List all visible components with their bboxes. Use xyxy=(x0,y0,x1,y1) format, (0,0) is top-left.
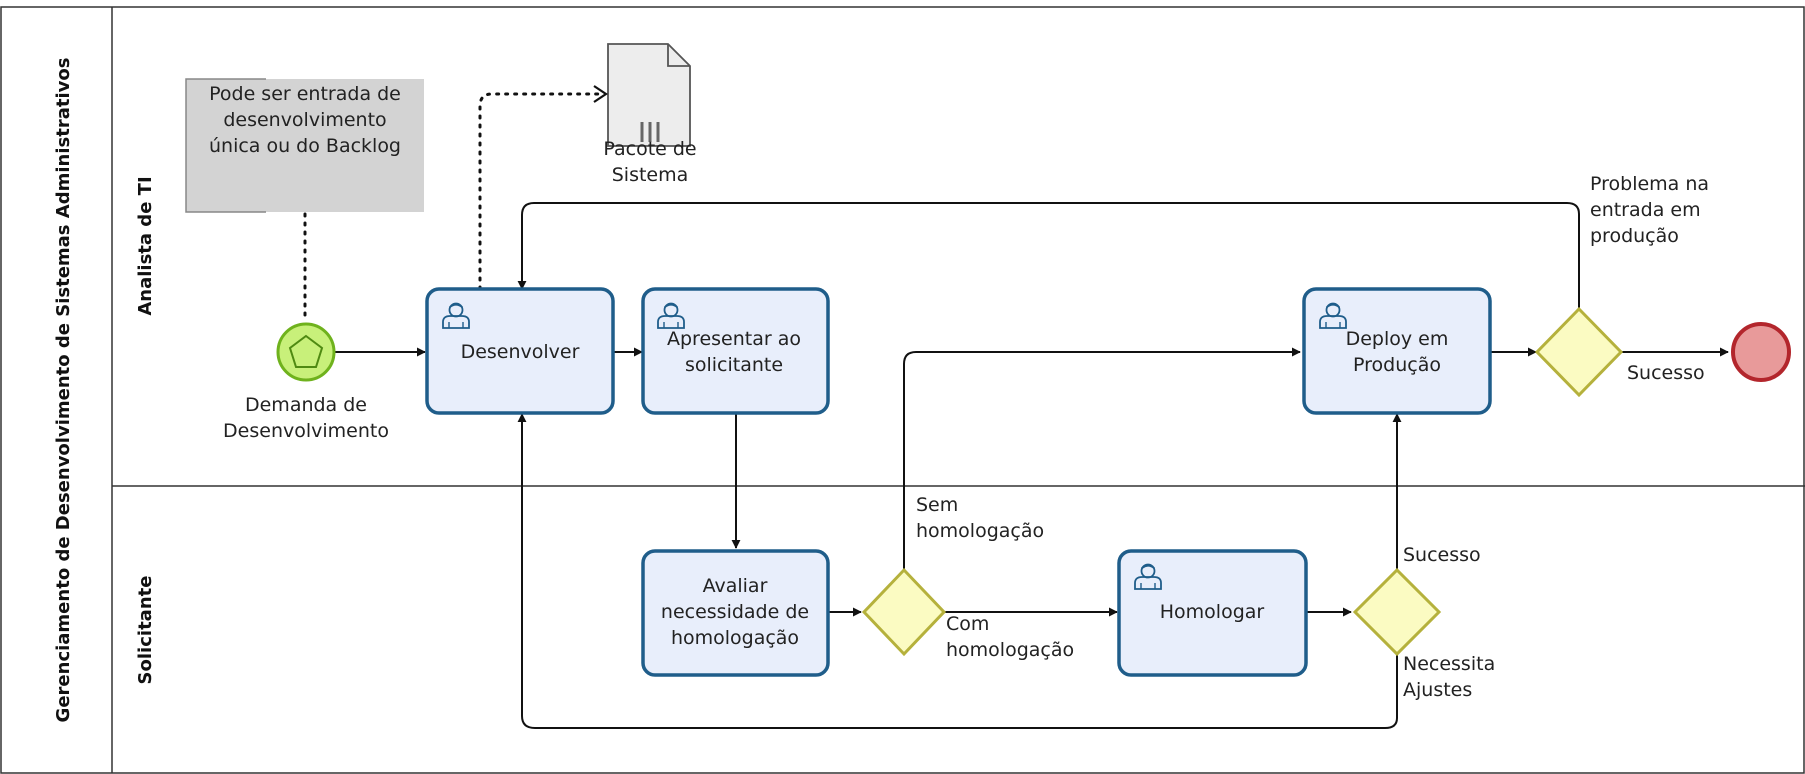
task-deploy-label: Deploy em Produção xyxy=(1346,328,1449,376)
collection-marker-icon xyxy=(640,122,660,142)
task-deploy-box xyxy=(1302,287,1492,415)
label-line: Sucesso xyxy=(1627,362,1705,384)
flow-necessita-ajustes xyxy=(517,413,1398,729)
data-output-association xyxy=(478,92,602,291)
task-homologar-label: Homologar xyxy=(1160,601,1265,623)
data-object-label: Pacote de Sistema xyxy=(603,138,696,186)
label-line: Pacote de xyxy=(603,138,696,160)
label-line: Sistema xyxy=(612,164,689,186)
lane-solicitante: Solicitante xyxy=(135,576,156,685)
task-desenvolver-box xyxy=(425,287,615,415)
label-line: produção xyxy=(1590,225,1679,247)
start-event-circle xyxy=(276,322,336,382)
label-line: necessidade de xyxy=(661,601,809,623)
label-com-homologacao: Com homologação xyxy=(946,613,1074,661)
label-line: Pode ser entrada de xyxy=(209,83,401,105)
data-output-arrowhead xyxy=(593,85,608,103)
label-line: Deploy em xyxy=(1346,328,1449,350)
label-line: Apresentar ao xyxy=(667,328,801,350)
label-line: homologação xyxy=(916,520,1044,542)
label-line: Homologar xyxy=(1160,601,1265,623)
pool-border xyxy=(0,6,1805,774)
label-line: Ajustes xyxy=(1403,679,1472,701)
label-line: entrada em xyxy=(1590,199,1701,221)
task-apresentar-ao-solicitante[interactable]: Apresentar ao solicitante xyxy=(641,287,830,415)
annotation-text: Pode ser entrada de desenvolvimento única … xyxy=(209,83,401,157)
label-line: Demanda de xyxy=(245,394,367,416)
label-line: Avaliar xyxy=(703,575,768,597)
label-line: Desenvolver xyxy=(461,341,580,363)
end-event xyxy=(1731,322,1791,382)
label-line: Produção xyxy=(1353,354,1441,376)
gateway-deploy-result[interactable] xyxy=(1534,306,1624,398)
task-avaliar-box xyxy=(641,549,830,677)
pentagon-icon xyxy=(288,334,324,368)
gateway-homologacao-result[interactable] xyxy=(1352,567,1442,657)
flow-sem-homologacao xyxy=(903,347,1301,570)
label-line: Problema na xyxy=(1590,173,1709,195)
start-event-label: Demanda de Desenvolvimento xyxy=(223,394,389,442)
label-line: Necessita xyxy=(1403,653,1495,675)
gateway-homologacao-decision[interactable] xyxy=(861,567,947,657)
flow-problema-to-desenvolver xyxy=(517,202,1580,309)
task-apresentar-label: Apresentar ao solicitante xyxy=(667,328,801,376)
label-line: homologação xyxy=(671,627,799,649)
data-object-shape xyxy=(607,43,691,147)
label-problema-na-entrada: Problema na entrada em produção xyxy=(1590,173,1709,247)
label-line: Desenvolvimento xyxy=(223,420,389,442)
label-line: homologação xyxy=(946,639,1074,661)
pool: Gerenciamento de Desenvolvimento de Sist… xyxy=(0,6,1805,774)
label-sucesso-end: Sucesso xyxy=(1627,362,1705,384)
sequence-flows xyxy=(335,202,1729,729)
lane-title-solicitante: Solicitante xyxy=(135,576,156,685)
task-avaliar-necessidade[interactable]: Avaliar necessidade de homologação xyxy=(641,549,830,677)
task-avaliar-label: Avaliar necessidade de homologação xyxy=(661,575,809,649)
label-sem-homologacao: Sem homologação xyxy=(916,494,1044,542)
task-desenvolver-label: Desenvolver xyxy=(461,341,580,363)
label-line: única ou do Backlog xyxy=(209,135,401,157)
lane-analista-de-ti: Analista de TI xyxy=(135,176,156,315)
annotation-box xyxy=(186,79,424,212)
label-line: desenvolvimento xyxy=(223,109,386,131)
task-desenvolver[interactable]: Desenvolver xyxy=(425,287,615,415)
task-deploy-em-producao[interactable]: Deploy em Produção xyxy=(1302,287,1492,415)
pool-title: Gerenciamento de Desenvolvimento de Sist… xyxy=(53,58,74,723)
text-annotation: Pode ser entrada de desenvolvimento única … xyxy=(185,78,424,213)
label-line: solicitante xyxy=(685,354,783,376)
task-apresentar-box xyxy=(641,287,830,415)
task-homologar[interactable]: Homologar xyxy=(1117,549,1308,677)
label-line: Com xyxy=(946,613,989,635)
data-object-pacote: Pacote de Sistema xyxy=(603,43,697,186)
data-object-fold xyxy=(667,44,690,67)
lane-title-analista: Analista de TI xyxy=(135,176,156,315)
task-homologar-box xyxy=(1117,549,1308,677)
start-event: Demanda de Desenvolvimento xyxy=(223,322,389,442)
label-line: Sucesso xyxy=(1403,544,1481,566)
label-sucesso-homologacao: Sucesso xyxy=(1403,544,1481,566)
label-line: Sem xyxy=(916,494,958,516)
annotation-bracket xyxy=(185,78,266,213)
